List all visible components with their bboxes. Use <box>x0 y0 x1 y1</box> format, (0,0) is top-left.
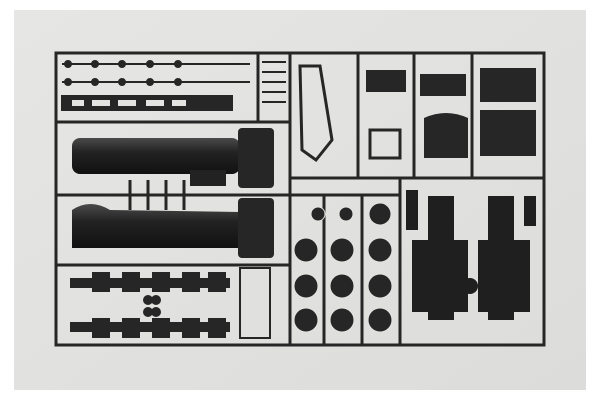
tender-frames <box>406 190 536 320</box>
sprue-frame <box>54 51 546 347</box>
rails-top-left <box>61 60 286 111</box>
boiler-lower <box>72 180 274 258</box>
wheels <box>293 202 393 333</box>
sprue-photo <box>14 10 586 390</box>
boiler-upper <box>72 128 274 188</box>
frame-parts-bottom-left <box>70 267 271 339</box>
small-parts-top-right <box>298 64 536 163</box>
